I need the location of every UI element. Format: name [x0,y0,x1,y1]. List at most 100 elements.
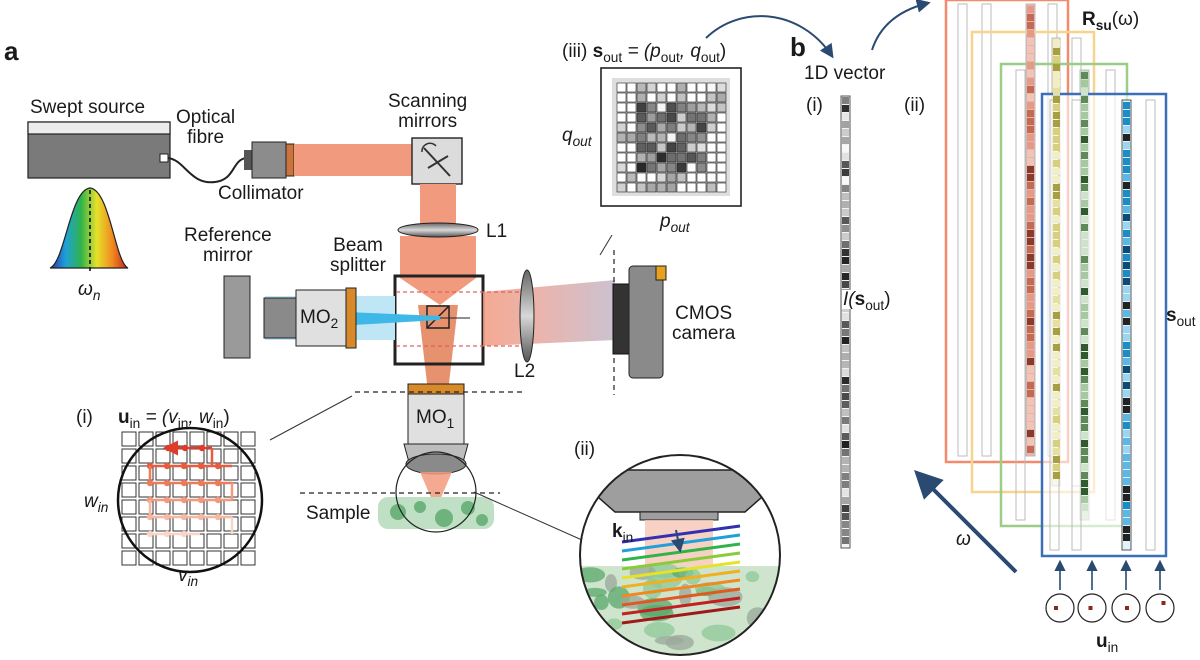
v-in-axis-label: vin [178,565,199,589]
camera-pixel [616,172,627,183]
camera-pixel [646,112,657,123]
matrix-cell [1081,296,1088,303]
matrix-cell [1027,342,1034,349]
matrix-cell [1123,126,1130,133]
vector-cell [842,417,849,424]
vector-cell [842,481,849,488]
camera-pixel [716,102,727,113]
k-wavefront [621,596,741,616]
vector-cell [842,129,849,136]
camera-pixel [626,102,637,113]
matrix-cell [1053,64,1060,71]
matrix-cell [1053,224,1060,231]
matrix-cell [1081,232,1088,239]
matrix-cell [1081,248,1088,255]
matrix-cell [1053,240,1060,247]
matrix-cell [1027,54,1034,61]
optical-fibre-label: Optical fibre [176,107,236,148]
scan-point [146,513,154,521]
camera-pixel [676,142,687,153]
matrix-cell [1053,304,1060,311]
vector-cell [842,337,849,344]
input-state-dot [1054,606,1058,610]
matrix-cell [1123,134,1130,141]
scan-point [180,530,188,538]
matrix-cell [1123,118,1130,125]
matrix-cell [1123,366,1130,373]
matrix-cell [1027,142,1034,149]
vector-cell [842,225,849,232]
camera-pixel [636,142,647,153]
matrix-cell [1123,470,1130,477]
vector-cell [842,201,849,208]
matrix-cell [1081,272,1088,279]
matrix-cell [1027,174,1034,181]
camera-pixel [636,172,647,183]
camera-pixel [636,132,647,143]
matrix-cell [1123,310,1130,317]
matrix-cell [1123,486,1130,493]
matrix-cell [1081,352,1088,359]
matrix-cell [1053,472,1060,479]
matrix-cell [1081,336,1088,343]
camera-pixel [686,112,697,123]
matrix-cell [1081,464,1088,471]
camera-pixel [706,152,717,163]
camera-pixel [616,142,627,153]
cmos-camera [612,265,667,379]
k-wavefront [621,551,741,571]
matrix-cell [1081,144,1088,151]
vector-cell [842,113,849,120]
panel-b-label: b [790,32,806,62]
vector-cell [842,505,849,512]
scan-point [163,496,171,504]
reference-mirror [223,275,251,359]
camera-pixel [646,102,657,113]
matrix-cell [1123,446,1130,453]
scan-point [163,530,171,538]
vector-cell [842,329,849,336]
matrix-cell [1081,480,1088,487]
matrix-cell [1053,136,1060,143]
matrix-cell [1123,246,1130,253]
matrix-cell [1081,360,1088,367]
collimator [244,141,295,179]
camera-pixel [626,182,637,193]
camera-pixel [626,92,637,103]
spectrum-curve [49,187,129,272]
camera-pixel [696,172,707,183]
scan-pixel [189,550,205,566]
scan-point [181,444,189,452]
camera-pixel [716,182,727,193]
sample [378,497,494,529]
vector-cell [842,369,849,376]
camera-pixel [706,132,717,143]
camera-pixel [666,182,677,193]
camera-pixel [716,112,727,123]
matrix-cell [1027,286,1034,293]
scan-point [146,479,154,487]
s-out-label: sout [1166,305,1196,329]
matrix-cell [1123,334,1130,341]
k-wavefront [621,605,741,625]
k-wavefront [621,587,741,607]
inset-ii-tag: (ii) [574,439,596,460]
matrix-cell [1123,198,1130,205]
camera-pixel [656,162,667,173]
camera-pixel [686,142,697,153]
matrix-cell [1053,80,1060,87]
vector-cell [842,217,849,224]
objective-mo1 [403,383,469,475]
vector-cell [842,393,849,400]
matrix-cell [1123,390,1130,397]
camera-pixel [636,102,647,113]
camera-pixel [636,152,647,163]
scan-pixel [206,533,222,549]
camera-pixel [716,82,727,93]
camera-pixel [666,122,677,133]
matrix-cell [1081,224,1088,231]
matrix-cell [1081,264,1088,271]
matrix-cell [1123,326,1130,333]
camera-pixel [696,102,707,113]
matrix-cell [1027,78,1034,85]
